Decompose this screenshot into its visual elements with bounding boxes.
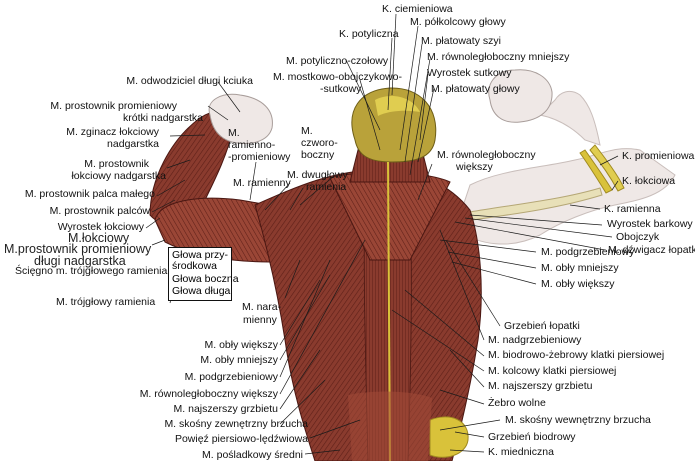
humerus-bone (469, 187, 603, 221)
label-wyrostek-lokciowy: Wyrostek łokciowy (57, 221, 144, 233)
label-polkolcowy-glowy: M. półkolcowy głowy (410, 16, 506, 28)
label-obly-mniejszy-l: M. obły mniejszy (200, 354, 278, 366)
label-dzwigacz-lopatki: M. dźwigacz łopatki (608, 244, 695, 256)
label-skosny-wewnetrzny: M. skośny wewnętrzny brzucha (505, 414, 651, 426)
left-fist (208, 93, 273, 144)
label-naramienny-1: M. nara- (242, 301, 282, 313)
radius-bone (579, 149, 613, 194)
label-m-ramienny: M. ramienny (233, 177, 291, 189)
label-k-ciemieniowa: K. ciemieniowa (382, 3, 453, 15)
label-platowaty-glowy: M. płatowaty głowy (431, 83, 520, 95)
label-rownoleglo-mniejszy: M. równoległoboczny mniejszy (427, 51, 570, 63)
label-obly-wiekszy-l: M. obły większy (204, 339, 278, 351)
label-ramienno-1: M. (228, 127, 240, 139)
label-k-miedniczna: K. miedniczna (488, 446, 554, 458)
label-prostownik-palcow: M. prostownik palców (49, 205, 150, 217)
label-prostownik-promieniowy-dlugi-1: M.prostownik promieniowy (4, 242, 152, 256)
label-ramienno-3: -promieniowy (228, 151, 291, 163)
skin-right-forearm (538, 90, 601, 146)
label-platowaty-szyi: M. płatowaty szyi (421, 35, 501, 47)
label-prostownik-lokciowy-1: M. prostownik (84, 158, 149, 170)
label-naramienny-2: mienny (243, 314, 277, 326)
label-glowa-przysrodkowa-2: środkowa (172, 260, 217, 272)
label-prostownik-palca-malego: M. prostownik palca małego (24, 188, 155, 200)
label-prostownik-promieniowy-dlugi-2: długi nadgarstka (34, 254, 126, 268)
label-glowa-przysrodkowa-1: Głowa przy- (172, 249, 229, 261)
triceps-heads-box: Głowa przy- środkowa Głowa boczna Głowa … (168, 247, 239, 301)
label-grzebien-lopatki: Grzebień łopatki (504, 320, 580, 332)
label-mostkowo-sutkowy: -sutkowy (320, 83, 362, 95)
label-najszerszy-r: M. najszerszy grzbietu (488, 380, 593, 392)
label-zginacz-lokciowy-1: M. zginacz łokciowy (66, 126, 159, 138)
label-zginacz-lokciowy-2: nadgarstka (107, 138, 159, 150)
label-powiez: Powięź piersiowo-lędźwiowa (174, 433, 308, 445)
label-potyliczno-czolowy: M. potyliczno-czołowy (286, 55, 389, 67)
label-k-lokciowa: K. łokciowa (622, 175, 676, 187)
label-odwodziciel-kciuka: M. odwodziciel długi kciuka (126, 75, 253, 87)
label-rownoleglo-wiekszy-1: M. równoległoboczny (437, 149, 536, 161)
label-nadgrzebieniowy: M. nadgrzebieniowy (488, 334, 582, 346)
label-czworoboczny-3: boczny (301, 149, 335, 161)
label-skosny-zewnetrzny: M. skośny zewnętrzny brzucha (164, 418, 308, 430)
label-prostownik-krotki-1: M. prostownik promieniowy (50, 100, 177, 112)
label-kolcowy-klatki: M. kolcowy klatki piersiowej (488, 365, 617, 377)
label-k-ramienna: K. ramienna (604, 203, 661, 215)
label-wyrostek-sutkowy: Wyrostek sutkowy (427, 67, 512, 79)
label-prostownik-lokciowy-2: łokciowy nadgarstka (71, 170, 166, 182)
label-rownoleglo-wiekszy-2: większy (456, 161, 493, 173)
label-posladkowy-sredni: M. pośladkowy średni (202, 449, 303, 461)
ulna-bone (589, 144, 625, 192)
label-trojglowy-ramienia: M. trójgłowy ramienia (56, 296, 156, 308)
label-dwuglowy-2: ramienia (306, 181, 347, 193)
label-obojczyk: Obojczyk (616, 231, 660, 243)
label-m-lokciowy: M.łokciowy (68, 231, 130, 245)
label-podgrzebieniowy-r: M. podgrzebieniowy (541, 246, 635, 258)
label-sciegno-trojglowego: Ścięgno m. trójgłowego ramienia (15, 265, 168, 277)
label-obly-mniejszy-r: M. obły mniejszy (541, 262, 619, 274)
label-czworoboczny-1: M. (301, 125, 313, 137)
label-czworoboczny-2: czworo- (301, 137, 338, 149)
label-najszerszy-l: M. najszerszy grzbietu (173, 403, 278, 415)
label-obly-wiekszy-r: M. obły większy (541, 278, 615, 290)
pelvis (429, 416, 469, 458)
label-glowa-dluga: Głowa długa (172, 285, 231, 297)
label-dwuglowy-1: M. dwugłowy (287, 169, 348, 181)
label-glowa-boczna: Głowa boczna (172, 273, 239, 285)
label-ramienno-2: ramienno- (228, 139, 276, 151)
skull-highlight (375, 96, 420, 116)
label-mostkowo-obojczykowo: M. mostkowo-obojczykowo- (273, 71, 402, 83)
label-k-promieniowa: K. promieniowa (622, 150, 695, 162)
fascia (348, 391, 432, 461)
right-fist (488, 69, 553, 123)
label-podgrzebieniowy-l: M. podgrzebieniowy (184, 371, 278, 383)
label-zebro-wolne: Żebro wolne (488, 397, 546, 409)
label-biodrowo-zebrowy: M. biodrowo-żebrowy klatki piersiowej (488, 349, 665, 361)
label-wyrostek-barkowy: Wyrostek barkowy (607, 218, 693, 230)
label-grzebien-biodrowy: Grzebień biodrowy (488, 431, 576, 443)
label-k-potyliczna: K. potyliczna (339, 28, 399, 40)
label-rownoleglo-wiekszy-l: M. równoległoboczny większy (139, 388, 278, 400)
label-prostownik-krotki-2: krótki nadgarstka (123, 112, 203, 124)
